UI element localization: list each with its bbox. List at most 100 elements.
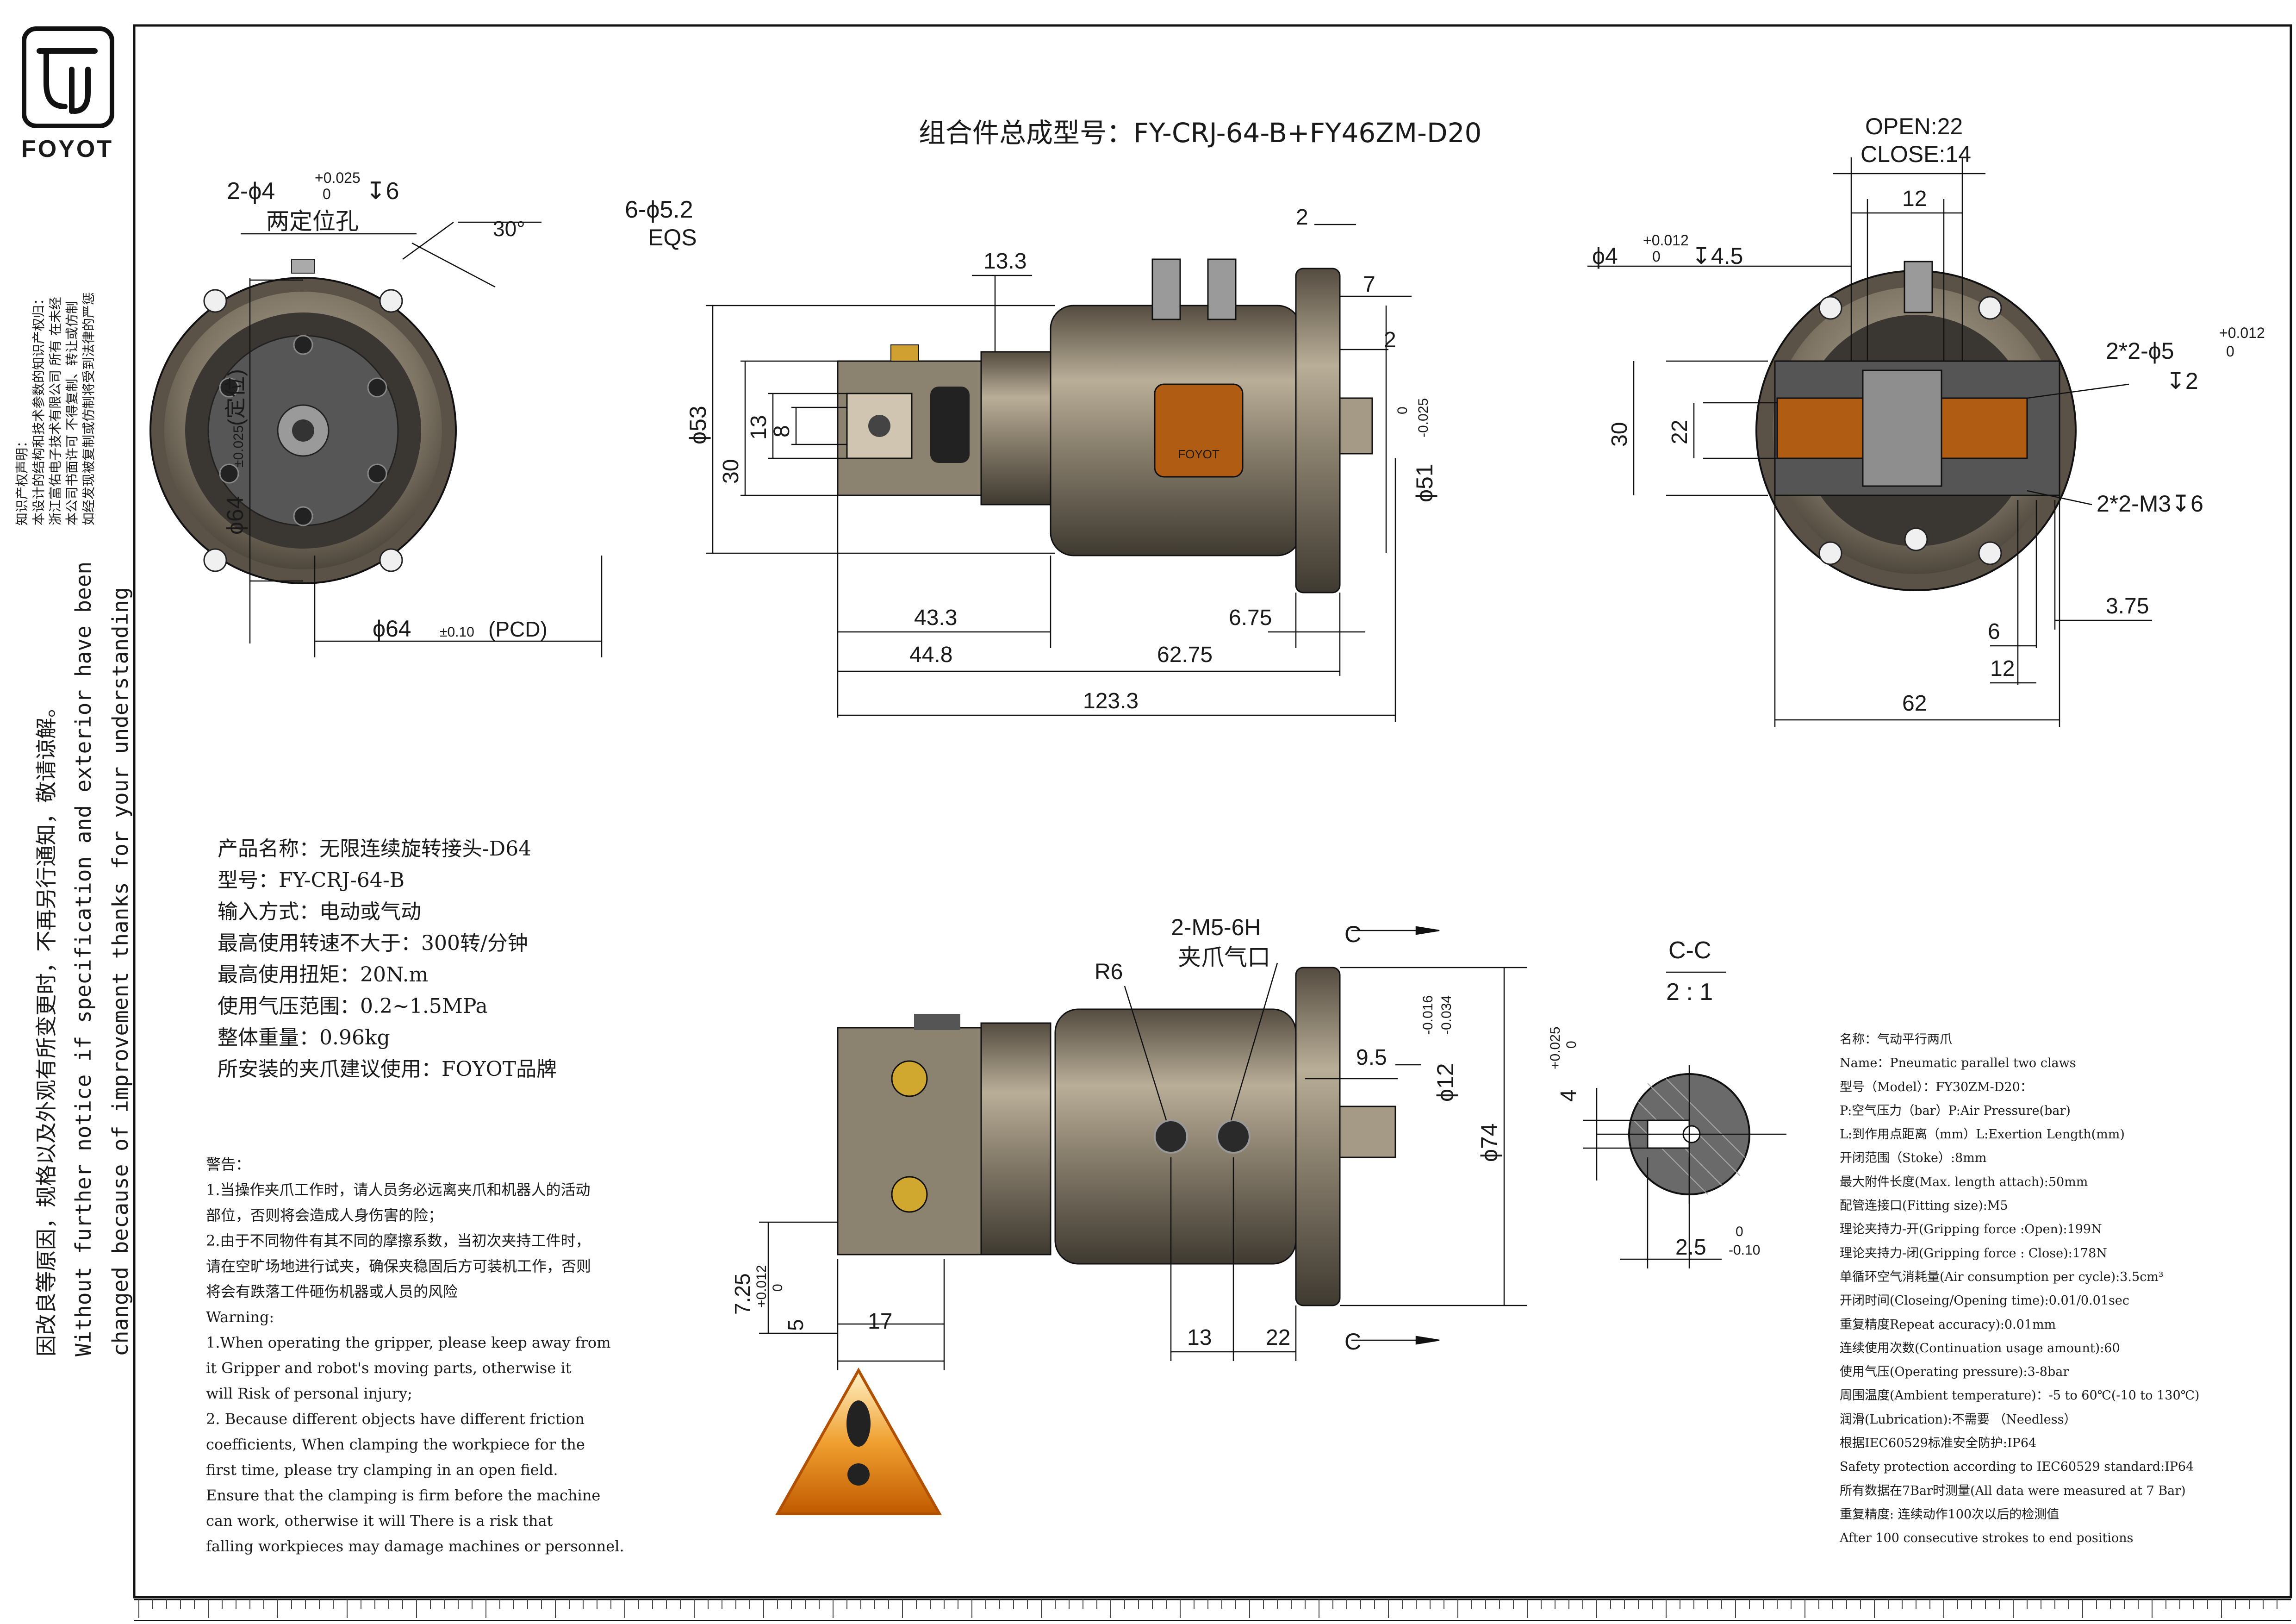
ip-notice-line: 本公司书面许可 不得复制、转让或仿制 [64,301,80,525]
warning-line: 2. Because different objects have differ… [206,1410,585,1428]
warning-line: Warning: [206,1308,274,1326]
dimension-label: 0 [1395,406,1410,414]
dimension-label: ϕ64 [222,496,248,535]
dimension-label: ϕ51 [1412,463,1437,502]
dimension-label: 6-ϕ5.2 [625,196,693,223]
gripper-line: 润滑(Lubrication):不需要 （Needless） [1840,1412,2077,1427]
dimension-label: C [1344,1329,1361,1355]
dimension-label: 0 [1736,1224,1743,1239]
side-view [706,224,1412,722]
change-notice-line: changed because of improvement thanks fo… [108,587,133,1356]
dimension-label: +0.012 [2219,325,2265,341]
dimension-label: 0 [770,1284,785,1292]
dimension-label: ϕ12 [1432,1063,1458,1102]
dimension-label: ±0.10 [440,625,474,640]
front-view [149,221,603,657]
gripper-line: 最大附件长度(Max. length attach):50mm [1840,1174,2088,1189]
dimension-label: 17 [868,1309,892,1334]
dimension-label: ϕ4 [1592,243,1618,269]
dimension-label: 两定位孔 [266,208,359,234]
gripper-line: Safety protection according to IEC60529 … [1840,1460,2194,1474]
body-logo-badge: FOYOT [1178,447,1220,461]
dimension-label: 30 [719,459,743,484]
product-spec: 产品名称：无限连续旋转接头-D64 型号：FY-CRJ-64-B 输入方式：电动… [218,833,557,1085]
spec-line: 产品名称：无限连续旋转接头-D64 [218,837,532,861]
gripper-line: 开闭时间(Closeing/Opening time):0.01/0.01sec [1840,1293,2129,1308]
dimension-label: 6 [1988,619,2000,644]
spec-line: 使用气压范围：0.2~1.5MPa [218,994,488,1018]
warning-line: 2.由于不同物件有其不同的摩擦系数，当初次夹持工件时， [206,1232,591,1249]
warning-line: can work, otherwise it will There is a r… [206,1512,553,1530]
dimension-label: 0 [1652,248,1661,265]
dimension-label: 0 [323,186,331,202]
gripper-line: 根据IEC60529标准安全防护:IP64 [1840,1436,2037,1451]
change-notice-line: 因改良等原因，规格以及外观有所变更时，不再另行通知，敬请谅解。 [34,696,59,1356]
dimension-label: 2.5 [1675,1235,1706,1260]
gripper-line: 理论夹持力-闭(Gripping force : Close):178N [1840,1246,2107,1261]
dimension-label: 62.75 [1157,643,1213,667]
gripper-line: P:空气压力（bar）P:Air Pressure(bar) [1840,1103,2071,1118]
ip-notice-line: 如经发现被复制或仿制将受到法律的严惩 [81,292,96,525]
ip-notice-line: 浙江富佑电子技术有限公司 所有 在未经 [48,297,63,525]
dimension-label: ϕ74 [1476,1123,1502,1162]
dimension-label: OPEN:22 [1865,113,1963,139]
warning-line: 警告： [206,1156,251,1173]
gripper-line: 重复精度: 连续动作100次以后的检测值 [1840,1507,2060,1522]
dimension-label: R6 [1095,960,1123,984]
gripper-spec: 名称：气动平行两爪 Name：Pneumatic parallel two cl… [1840,1028,2199,1550]
warning-line: first time, please try clamping in an op… [206,1461,558,1479]
gripper-line: 型号（Model）：FY30ZM-D20： [1840,1080,2033,1094]
gripper-line: L:到作用点距离（mm）L:Exertion Length(mm) [1840,1127,2125,1142]
warning-line: 部位，否则将会造成人身伤害的险； [206,1206,443,1224]
bottom-view [759,926,1527,1370]
dimension-label: 2-ϕ4 [227,178,275,205]
dimension-label: 夹爪气口 [1178,944,1270,970]
dimension-label: 2*2-ϕ5 [2106,338,2174,364]
gripper-line: 理论夹持力-开(Gripping force :Open):199N [1840,1222,2102,1237]
spec-line: 所安装的夹爪建议使用：FOYOT品牌 [218,1057,557,1081]
dimension-label: (PCD) [488,617,548,641]
warning-line: it Gripper and robot's moving parts, oth… [206,1359,572,1377]
section-cc [1583,971,1786,1268]
dimension-label: 0 [1564,1041,1579,1049]
warning-line: 1.When operating the gripper, please kee… [206,1334,611,1351]
gripper-line: 开闭范围（Stoke）:8mm [1840,1151,1987,1166]
ruler-ticks [138,1599,2277,1618]
gripper-line: 所有数据在7Bar时测量(All data were measured at 7… [1840,1483,2186,1498]
ip-notice-line: 知识产权声明： [14,434,30,525]
dimension-label: EQS [648,225,697,250]
gripper-line: 周围温度(Ambient temperature)：-5 to 60℃(-10 … [1840,1388,2200,1403]
dimension-label: 8 [770,425,794,437]
dimension-label: 2*2-M3↧6 [2097,491,2203,517]
brand-name: FOYOT [21,136,114,162]
brand-logo [22,26,114,128]
dimension-label: 22 [1266,1325,1290,1350]
dimension-label: C [1344,921,1361,947]
dimension-label: ±0.025 [231,425,246,468]
gripper-line: 重复精度Repeat accuracy):0.01mm [1840,1317,2056,1332]
gripper-line: After 100 consecutive strokes to end pos… [1840,1531,2134,1546]
dimension-label: ϕ64 [373,616,411,642]
dimension-label: 2-M5-6H [1171,914,1261,940]
warning-line: 将会有跌落工件砸伤机器或人员的风险 [206,1283,458,1300]
gripper-line: 使用气压(Operating pressure):3-8bar [1840,1365,2069,1380]
spec-line: 最高使用扭矩：20N.m [218,963,429,987]
spec-line: 输入方式：电动或气动 [218,900,421,924]
warning-line: coefficients, When clamping the workpiec… [206,1436,585,1453]
dimension-label: +0.025 [1548,1026,1563,1069]
warning-line: falling workpieces may damage machines o… [206,1537,624,1555]
dimension-label: 13 [747,415,771,440]
ip-notice: 知识产权声明： 本设计的结构和技术参数的知识产权归： 浙江富佑电子技术有限公司 … [14,292,97,525]
dimension-label: -0.025 [1416,398,1431,437]
dimension-label: 3.75 [2106,594,2149,618]
dimension-label: 7 [1363,272,1375,297]
gripper-line: Name：Pneumatic parallel two claws [1840,1056,2076,1071]
assembly-title: 组合件总成型号：FY-CRJ-64-B+FY46ZM-D20 [919,117,1482,149]
warning-triangle-icon [775,1367,942,1515]
change-notice-line: Without further notice if specification … [71,561,96,1356]
dimension-label: 62 [1902,691,1927,716]
change-notice: 因改良等原因，规格以及外观有所变更时，不再另行通知，敬请谅解。 Without … [28,562,139,1356]
dimension-label: 30° [493,217,525,241]
dimension-label: -0.034 [1439,995,1454,1035]
